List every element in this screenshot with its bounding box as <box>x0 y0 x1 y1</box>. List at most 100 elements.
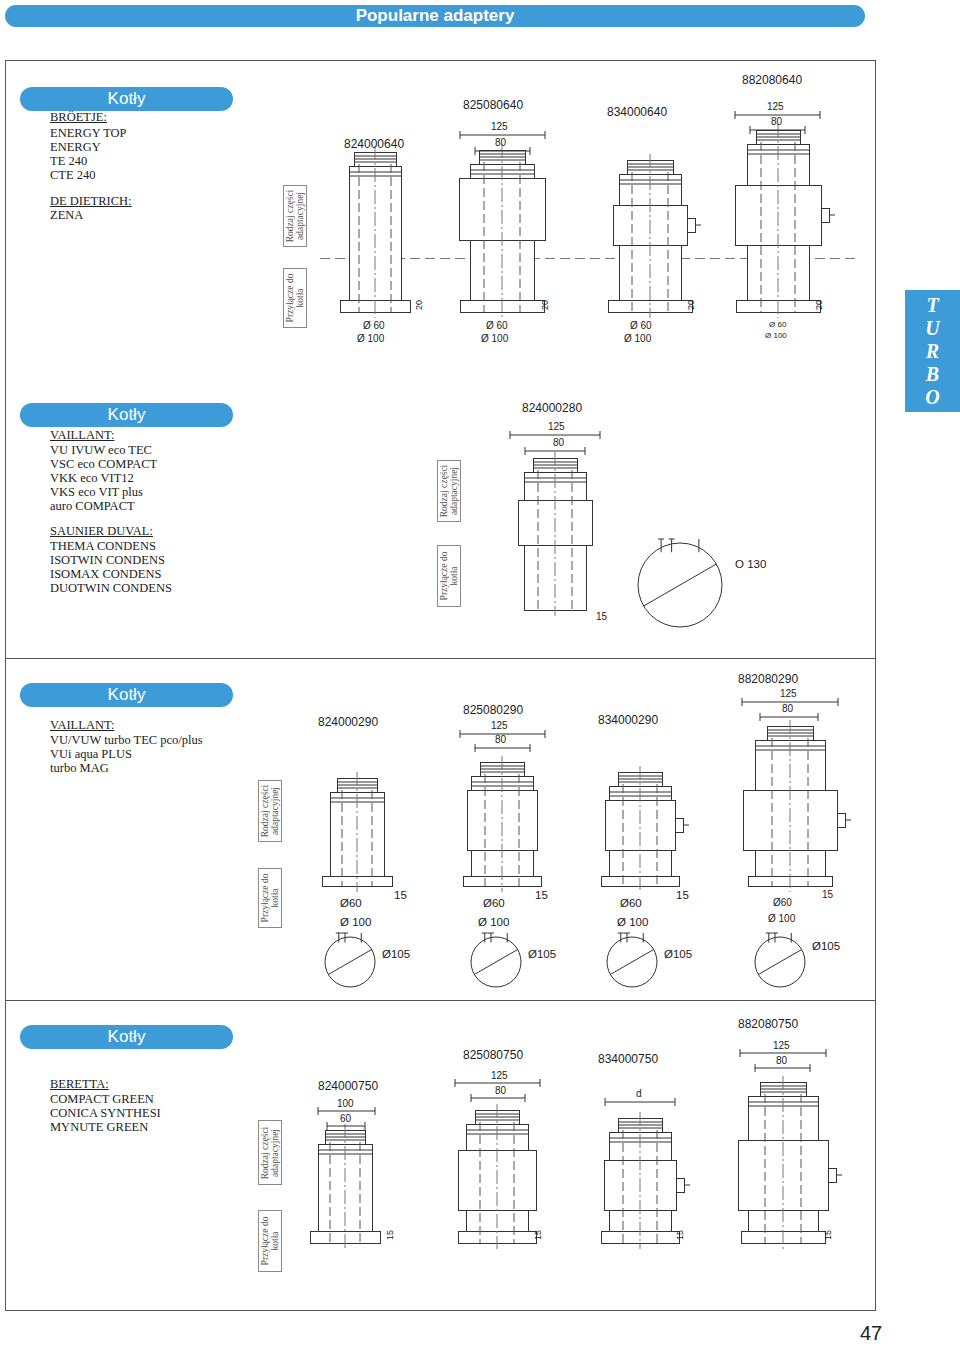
dimension-line <box>475 147 530 155</box>
section-pill: Kotły <box>20 1025 233 1049</box>
dimension: Ø 100 <box>357 333 384 344</box>
section-pill: Kotły <box>20 403 233 427</box>
adapter-drawing <box>459 1104 537 1249</box>
brand-name: VAILLANT: <box>50 718 114 733</box>
adapter-drawing <box>744 720 852 892</box>
part-number: 824000280 <box>522 401 582 415</box>
flue-opening-symbol <box>755 933 805 987</box>
brand-name: VAILLANT: <box>50 428 114 443</box>
flue-opening-symbol <box>471 933 521 987</box>
dimension: Ø60 <box>340 897 362 909</box>
dimension: 15 <box>394 889 407 901</box>
boiler-model: THEMA CONDENS <box>50 539 156 554</box>
dimension: Ø105 <box>528 948 556 960</box>
dimension: 20 <box>814 300 824 310</box>
dimension: 15 <box>822 889 833 900</box>
node-text: Rodzaj części adaptacyjnej <box>260 1122 281 1183</box>
row-header-box: Przyłącze do kotła <box>258 868 282 928</box>
node-text: Przyłącze do kotła <box>439 547 460 605</box>
part-number: 825080290 <box>463 703 523 717</box>
side-tab: TURBO <box>905 290 960 412</box>
dimension: Ø 100 <box>765 331 787 340</box>
boiler-model: VKK eco VIT12 <box>50 471 134 486</box>
boiler-model: VU/VUW turbo TEC pco/plus <box>50 733 203 748</box>
boiler-model: COMPACT GREEN <box>50 1092 154 1107</box>
adapter-drawing <box>736 124 836 318</box>
page-number: 47 <box>860 1322 882 1345</box>
adapter-drawing <box>311 1124 381 1249</box>
dimension: d <box>636 1088 642 1099</box>
part-number: 834000750 <box>598 1052 658 1066</box>
part-number: 882080640 <box>742 73 802 87</box>
dimension: 80 <box>782 703 793 714</box>
boiler-model: TE 240 <box>50 154 87 169</box>
brand-name: BRÖETJE: <box>50 110 107 125</box>
dimension: 15 <box>823 1230 833 1240</box>
dimension: 80 <box>495 137 506 148</box>
dimension: Ø60 <box>620 897 642 909</box>
node-text: Kotły <box>108 89 146 109</box>
dimension-line <box>750 126 805 134</box>
part-number: 882080750 <box>738 1017 798 1031</box>
dimension-line <box>525 447 585 455</box>
node-text: Kotły <box>108 685 146 705</box>
row-header-box: Przyłącze do kotła <box>258 1210 282 1272</box>
dimension: Ø 100 <box>478 916 509 928</box>
dimension: O 130 <box>735 558 766 570</box>
dimension: 15 <box>675 1230 685 1240</box>
dimension: 125 <box>780 688 797 699</box>
boiler-model: auro COMPACT <box>50 499 135 514</box>
page-frame <box>5 61 876 1311</box>
row-header-box: Rodzaj części adaptacyjnej <box>258 780 282 842</box>
dimension: 15 <box>535 889 548 901</box>
dimension: Ø 100 <box>617 916 648 928</box>
flue-opening-symbol <box>607 933 657 987</box>
brand-name: DE DIETRICH: <box>50 194 132 209</box>
node-text: Kotły <box>108 405 146 425</box>
adapter-drawing <box>602 766 690 892</box>
part-number: 824000290 <box>318 715 378 729</box>
adapter-drawing <box>323 772 393 892</box>
node-text: Popularne adaptery <box>356 6 515 26</box>
part-number: 825080640 <box>463 98 523 112</box>
dimension-line <box>605 1098 675 1106</box>
boiler-model: VUi aqua PLUS <box>50 747 132 762</box>
dimension: 125 <box>491 1070 508 1081</box>
dimension: 80 <box>553 437 564 448</box>
section-pill: Kotły <box>20 87 233 111</box>
adapter-drawing <box>460 144 546 318</box>
dimension: 125 <box>548 421 565 432</box>
flue-opening-symbol <box>638 539 722 627</box>
dimension: Ø 100 <box>340 916 371 928</box>
dimension: Ø 100 <box>768 913 795 924</box>
boiler-model: CONICA SYNTHESI <box>50 1106 161 1121</box>
boiler-model: ENERGY TOP <box>50 126 127 141</box>
dimension: 80 <box>495 734 506 745</box>
part-number: 834000290 <box>598 713 658 727</box>
adapter-drawing <box>602 1112 691 1249</box>
boiler-model: VKS eco VIT plus <box>50 485 143 500</box>
row-header-box: Rodzaj części adaptacyjnej <box>258 1120 282 1185</box>
node-text: Rodzaj części adaptacyjnej <box>260 782 281 840</box>
dimension: Ø105 <box>812 940 840 952</box>
boiler-model: ISOTWIN CONDENS <box>50 553 165 568</box>
dimension: 80 <box>771 116 782 127</box>
dimension: 125 <box>773 1040 790 1051</box>
boiler-model: CTE 240 <box>50 168 95 183</box>
node-text: Kotły <box>108 1027 146 1047</box>
boiler-model: VSC eco COMPACT <box>50 457 157 472</box>
dimension: Ø 60 <box>630 320 652 331</box>
dimension: Ø60 <box>773 897 792 908</box>
boiler-model: ZENA <box>50 208 83 223</box>
dimension: 15 <box>385 1230 395 1240</box>
dimension: 15 <box>533 1230 543 1240</box>
adapter-drawing <box>739 1076 843 1249</box>
boiler-model: DUOTWIN CONDENS <box>50 581 172 596</box>
adapter-drawing <box>464 756 542 892</box>
brand-name: SAUNIER DUVAL: <box>50 524 153 539</box>
boiler-model: ISOMAX CONDENS <box>50 567 161 582</box>
dimension: Ø105 <box>664 948 692 960</box>
dimension: Ø 60 <box>769 320 786 329</box>
dimension: 20 <box>414 300 424 310</box>
dimension: Ø 60 <box>486 320 508 331</box>
